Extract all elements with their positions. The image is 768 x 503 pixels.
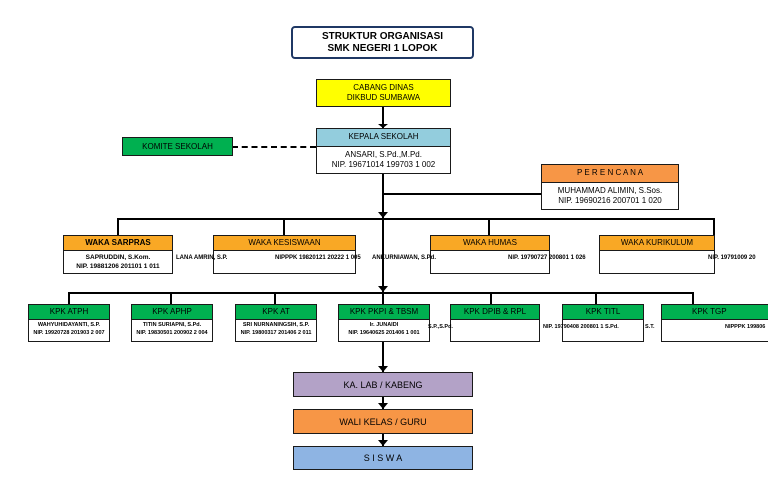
waka-kesiswaan-box: WAKA KESISWAAN bbox=[213, 235, 356, 274]
kpk-drop-3 bbox=[274, 292, 276, 304]
perencana-name: MUHAMMAD ALIMIN, S.Sos. bbox=[557, 186, 663, 195]
kpk-at-nip: NIP. 19800317 201406 2 011 bbox=[240, 330, 312, 336]
kpk-pkpi-tbsm-label: KPK PKPI & TBSM bbox=[349, 307, 419, 316]
kpk-at-label: KPK AT bbox=[262, 307, 290, 316]
kpk-tgp-box: KPK TGP bbox=[661, 304, 768, 342]
kpk-aphp-label: KPK APHP bbox=[152, 307, 192, 316]
arrow-to-lab bbox=[378, 366, 388, 372]
kpk-at-box: KPK AT SRI NURNANINGSIH, S.P. NIP. 19800… bbox=[235, 304, 317, 342]
title-line-2: SMK NEGERI 1 LOPOK bbox=[327, 43, 438, 54]
waka-kesiswaan-name: LANA AMRIN, S.P. bbox=[176, 255, 228, 261]
kpk-tgp-label: KPK TGP bbox=[692, 307, 727, 316]
ka-lab-kabeng-box: KA. LAB / KABENG bbox=[293, 372, 473, 397]
komite-label: KOMITE SEKOLAH bbox=[142, 142, 213, 151]
waka-sarpras-label: WAKA SARPRAS bbox=[85, 238, 151, 247]
kpk-pkpi-tbsm-box: KPK PKPI & TBSM Ir. JUNAIDI NIP. 1964062… bbox=[338, 304, 430, 342]
kpk-atph-nip: NIP. 19920728 201903 2 007 bbox=[33, 330, 105, 336]
waka-kesiswaan-nip: NIPPPK 19820121 20222 1 005 bbox=[275, 255, 361, 261]
kpk-dpib-rpl-name: S.P.,S.Pd. bbox=[428, 324, 453, 330]
kpk-bus-line bbox=[68, 292, 693, 294]
waka-sarpras-box: WAKA SARPRAS SAPRUDDIN, S.Kom. NIP. 1988… bbox=[63, 235, 173, 274]
waka-drop-kurikulum bbox=[713, 218, 715, 235]
waka-drop-humas bbox=[488, 218, 490, 235]
kpk-pkpi-tbsm-nip: NIP. 19640625 201406 1 001 bbox=[348, 330, 420, 336]
waka-kurikulum-nip: NIP. 19791009 20 bbox=[708, 255, 756, 261]
kpk-titl-name: NIP. 19790408 200801 1 S.Pd. bbox=[543, 324, 619, 330]
waka-humas-name: ANKURNIAWAN, S.Pd. bbox=[372, 255, 437, 261]
komite-dashed-line bbox=[232, 146, 316, 148]
perencana-box: P E R E N C A N A MUHAMMAD ALIMIN, S.Sos… bbox=[541, 164, 679, 210]
kpk-dpib-rpl-box: KPK DPIB & RPL bbox=[450, 304, 540, 342]
waka-kurikulum-box: WAKA KURIKULUM bbox=[599, 235, 715, 274]
siswa-label: S I S W A bbox=[363, 453, 403, 463]
kepala-nip: NIP. 19671014 199703 1 002 bbox=[331, 160, 436, 169]
kpk-drop-7 bbox=[692, 292, 694, 304]
cabang-dinas-box: CABANG DINAS DIKBUD SUMBAWA bbox=[316, 79, 451, 107]
kpk-drop-2 bbox=[170, 292, 172, 304]
komite-sekolah-box: KOMITE SEKOLAH bbox=[122, 137, 233, 156]
wali-kelas-guru-box: WALI KELAS / GURU bbox=[293, 409, 473, 434]
waka-sarpras-nip: NIP. 19881206 201101 1 011 bbox=[76, 263, 160, 270]
arrow-to-siswa bbox=[378, 440, 388, 446]
siswa-box: S I S W A bbox=[293, 446, 473, 470]
kpk-dpib-rpl-label: KPK DPIB & RPL bbox=[463, 307, 527, 316]
kepala-label: KEPALA SEKOLAH bbox=[348, 132, 419, 141]
kpk-atph-label: KPK ATPH bbox=[49, 307, 89, 316]
kpk-drop-5 bbox=[490, 292, 492, 304]
kpk-titl-box: KPK TITL bbox=[562, 304, 644, 342]
kpk-atph-box: KPK ATPH WAHYUHIDAYANTI, S.P. NIP. 19920… bbox=[28, 304, 110, 342]
kpk-aphp-name: TITIN SURIAPNI, S.Pd. bbox=[142, 322, 202, 328]
kpk-tgp-name: NIPPPK 199806 bbox=[725, 324, 766, 330]
perencana-link-line bbox=[383, 193, 542, 195]
perencana-nip: NIP. 19690216 200701 1 020 bbox=[558, 196, 662, 205]
kpk-atph-name: WAHYUHIDAYANTI, S.P. bbox=[37, 322, 101, 328]
arrow-to-waka-bus bbox=[378, 212, 388, 218]
waka-drop-sarpras bbox=[117, 218, 119, 235]
kpk-drop-6 bbox=[595, 292, 597, 304]
waka-drop-kesiswaan bbox=[283, 218, 285, 235]
kpk-drop-1 bbox=[68, 292, 70, 304]
kepala-sekolah-box: KEPALA SEKOLAH ANSARI, S.Pd.,M.Pd. NIP. … bbox=[316, 128, 451, 174]
wali-kelas-label: WALI KELAS / GURU bbox=[339, 417, 427, 427]
perencana-label: P E R E N C A N A bbox=[576, 168, 644, 177]
waka-humas-nip: NIP. 19790727 200801 1 026 bbox=[508, 255, 586, 261]
kpk-pkpi-tbsm-name: Ir. JUNAIDI bbox=[369, 322, 399, 328]
cabang-line-1: CABANG DINAS bbox=[353, 83, 414, 92]
kepala-name: ANSARI, S.Pd.,M.Pd. bbox=[345, 150, 422, 159]
kpk-at-name: SRI NURNANINGSIH, S.P. bbox=[242, 322, 310, 328]
kpk-aphp-nip: NIP. 19830501 200902 2 004 bbox=[136, 330, 208, 336]
arrow-to-kpk-bus bbox=[378, 286, 388, 292]
arrow-to-wali bbox=[378, 403, 388, 409]
waka-bus-line bbox=[117, 218, 715, 220]
waka-kurikulum-label: WAKA KURIKULUM bbox=[620, 238, 694, 247]
cabang-line-2: DIKBUD SUMBAWA bbox=[346, 93, 421, 102]
waka-humas-box: WAKA HUMAS bbox=[430, 235, 550, 274]
kpk-titl-spill-text: S.T. bbox=[645, 324, 655, 330]
waka-humas-label: WAKA HUMAS bbox=[463, 238, 517, 247]
waka-kesiswaan-label: WAKA KESISWAAN bbox=[248, 238, 321, 247]
kpk-aphp-box: KPK APHP TITIN SURIAPNI, S.Pd. NIP. 1983… bbox=[131, 304, 213, 342]
title-box: STRUKTUR ORGANISASI SMK NEGERI 1 LOPOK bbox=[291, 26, 474, 59]
kpk-titl-label: KPK TITL bbox=[585, 307, 621, 316]
ka-lab-label: KA. LAB / KABENG bbox=[343, 380, 423, 390]
arrow-to-kepala bbox=[378, 124, 388, 128]
trunk-line bbox=[382, 106, 384, 446]
title-line-1: STRUKTUR ORGANISASI bbox=[321, 31, 444, 42]
waka-sarpras-name: SAPRUDDIN, S.Kom. bbox=[85, 254, 151, 261]
